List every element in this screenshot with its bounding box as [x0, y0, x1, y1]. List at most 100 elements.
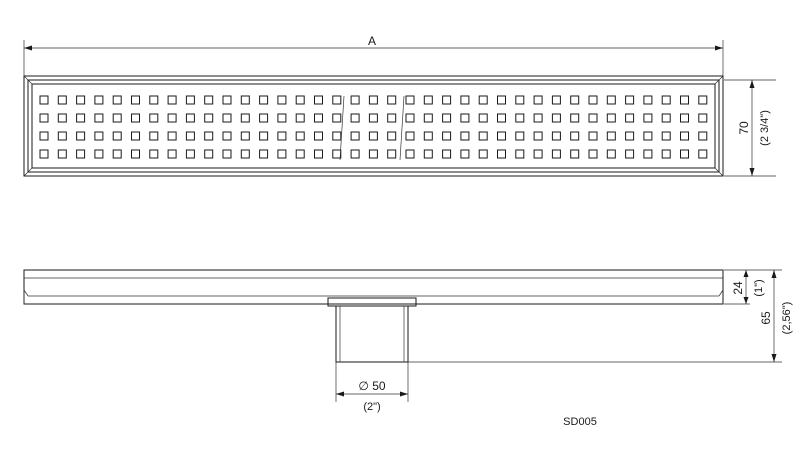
grate-slot	[240, 131, 250, 141]
side-view: 24 (1") 65 (2,56") ∅ 50 (2")	[23, 269, 793, 413]
grate-slot	[112, 113, 122, 123]
grate-slot	[442, 95, 452, 105]
grate-slot	[423, 131, 433, 141]
grate-slot	[185, 149, 195, 159]
grate-slot	[332, 113, 342, 123]
grate-slot	[76, 131, 86, 141]
grate-slot	[240, 113, 250, 123]
grate-slot	[149, 113, 159, 123]
grate-slot	[661, 131, 671, 141]
grate-slot	[680, 113, 689, 123]
height-total-mm-label: 65	[759, 311, 773, 325]
grate-slot	[625, 95, 635, 105]
grate-slot	[551, 131, 561, 141]
grate-slot	[515, 149, 525, 159]
grate-slot	[478, 131, 488, 141]
outlet-dimension: ∅ 50 (2")	[335, 362, 409, 413]
grate-slot	[167, 113, 177, 123]
model-code: SD005	[563, 416, 597, 428]
grate-slot	[259, 131, 269, 141]
grate-slot	[259, 113, 269, 123]
grate-slot	[460, 131, 470, 141]
length-dimension: A	[23, 34, 724, 80]
grate-slot	[698, 131, 708, 141]
grate-slot	[57, 131, 67, 141]
grate-slot	[350, 149, 360, 159]
grate-slot	[204, 113, 214, 123]
grate-slot	[515, 113, 525, 123]
grate-slot	[204, 95, 214, 105]
grate-slot	[259, 95, 269, 105]
grate-slot	[442, 149, 452, 159]
height-total-dimension: 65 (2,56")	[408, 269, 793, 363]
drain-frame-top	[23, 75, 724, 177]
grate-slot	[368, 95, 378, 105]
grate-slot	[460, 95, 470, 105]
grate-slot	[57, 149, 67, 159]
grate-slot	[314, 113, 323, 123]
length-label: A	[368, 34, 376, 48]
grate-slot	[131, 131, 140, 141]
grate-slot	[643, 149, 653, 159]
grate-slot	[277, 95, 287, 105]
grate-slot	[423, 95, 433, 105]
grate-slot	[39, 149, 49, 159]
grate-slot	[588, 113, 598, 123]
grate-slot	[680, 131, 689, 141]
grate-slot	[698, 113, 708, 123]
grate-slot	[460, 113, 470, 123]
grate-slot	[112, 95, 122, 105]
grate-slot	[76, 149, 86, 159]
grate-slot	[277, 113, 287, 123]
grate-slot	[515, 131, 525, 141]
grate-slot	[94, 95, 104, 105]
grate-slot	[277, 131, 287, 141]
grate-slot	[387, 149, 397, 159]
width-in-label: (2 3/4")	[759, 110, 771, 146]
grate-slot	[314, 131, 323, 141]
grate-slot	[94, 131, 104, 141]
grate-slot	[570, 95, 580, 105]
grate-slot	[588, 95, 598, 105]
outlet-in-label: (2")	[363, 401, 380, 413]
grate-slot	[94, 113, 104, 123]
grate-slot	[350, 95, 360, 105]
grate-slot	[332, 149, 342, 159]
grate-slot	[570, 131, 580, 141]
outlet-pipe	[327, 297, 417, 363]
grate-slot	[314, 149, 323, 159]
cut-marks	[339, 95, 405, 161]
grate-slot	[551, 95, 561, 105]
grate-slot	[405, 131, 415, 141]
grate-slot	[661, 95, 671, 105]
grate-slot	[405, 113, 415, 123]
grate-slot	[332, 131, 342, 141]
grate-slot	[167, 149, 177, 159]
grate-slot	[497, 149, 506, 159]
grate-slot	[39, 113, 49, 123]
grate-slot	[76, 95, 86, 105]
grate-slot	[149, 95, 159, 105]
grate-slot	[387, 131, 397, 141]
grate-slot	[533, 95, 543, 105]
grate-slot	[680, 95, 689, 105]
grate-slot	[551, 113, 561, 123]
grate-slot	[314, 95, 323, 105]
grate-slot	[405, 149, 415, 159]
height-top-dimension: 24 (1")	[724, 269, 765, 305]
grate-slot	[167, 131, 177, 141]
grate-slot	[259, 149, 269, 159]
grate-slot	[277, 149, 287, 159]
grate-slot	[204, 131, 214, 141]
grate-slot	[240, 149, 250, 159]
grate-slot	[497, 95, 506, 105]
grate-slot	[478, 149, 488, 159]
grate-slot	[698, 149, 708, 159]
grate-slot	[57, 113, 67, 123]
grate-slot	[643, 131, 653, 141]
grate-slot	[295, 95, 305, 105]
outlet-mm-label: ∅ 50	[358, 379, 385, 393]
grate-slot	[588, 131, 598, 141]
grate-slot	[149, 131, 159, 141]
width-mm-label: 70	[737, 121, 751, 135]
